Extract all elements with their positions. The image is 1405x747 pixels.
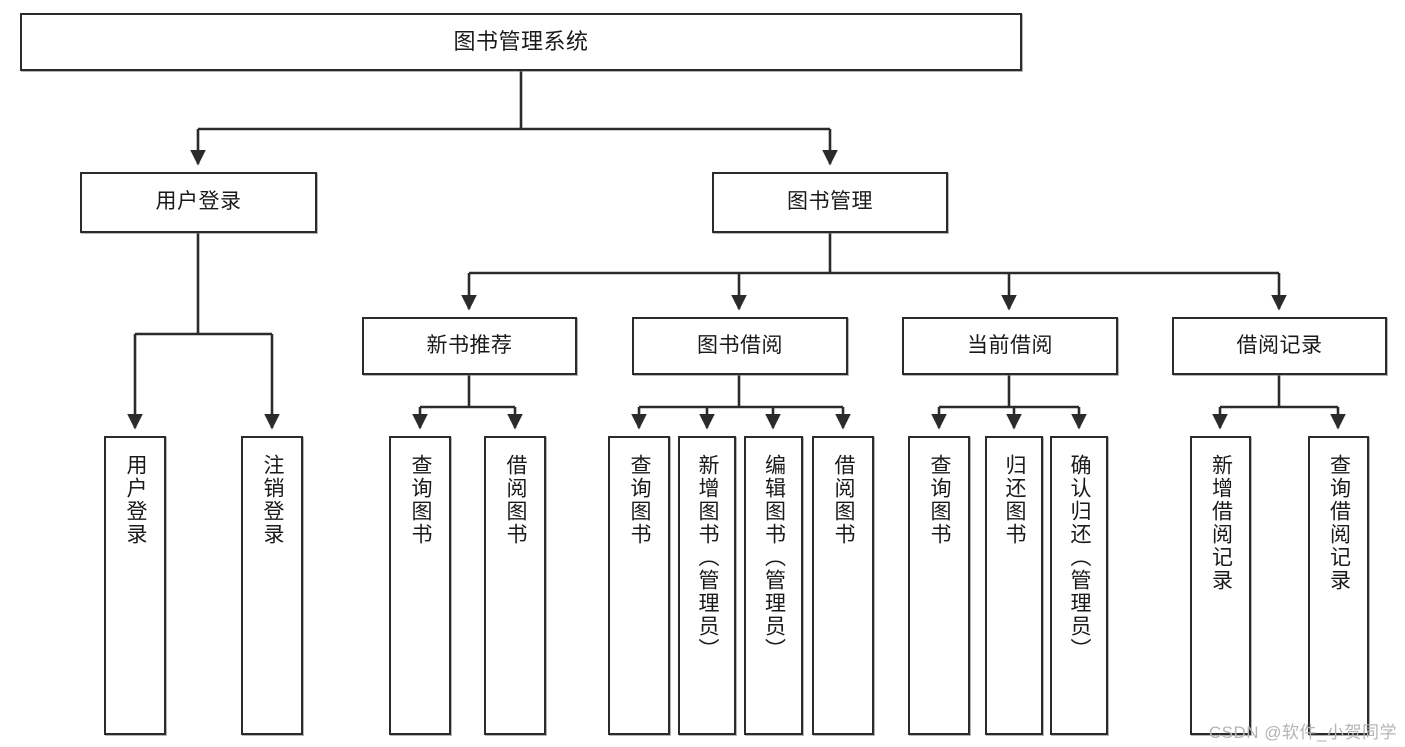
node-new-book-recommendation[interactable]: 新书推荐 [362, 317, 577, 375]
node-leaf-confirm-return-admin[interactable]: 确认归还（管理员） [1050, 436, 1108, 735]
node-label: 编辑图书（管理员） [762, 454, 786, 661]
node-label: 注销登录 [261, 454, 285, 546]
node-label: 查询图书 [928, 454, 952, 546]
node-leaf-query-borrow-record[interactable]: 查询借阅记录 [1308, 436, 1369, 735]
node-label: 图书管理系统 [453, 29, 589, 55]
node-label: 当前借阅 [967, 333, 1053, 357]
node-label: 确认归还（管理员） [1068, 454, 1092, 661]
node-leaf-add-book-admin[interactable]: 新增图书（管理员） [678, 436, 736, 735]
node-label: 借阅图书 [832, 454, 856, 546]
node-leaf-borrow-query-book[interactable]: 查询图书 [608, 436, 670, 735]
node-label: 借阅图书 [504, 454, 528, 546]
node-borrow-record[interactable]: 借阅记录 [1172, 317, 1387, 375]
node-label: 用户登录 [155, 190, 242, 214]
node-label: 归还图书 [1003, 454, 1027, 546]
watermark-text: CSDN @软件_小贺同学 [1208, 723, 1397, 742]
node-label: 新增借阅记录 [1209, 454, 1233, 592]
node-label: 借阅记录 [1236, 333, 1323, 357]
node-leaf-edit-book-admin[interactable]: 编辑图书（管理员） [744, 436, 803, 735]
node-label: 图书借阅 [697, 333, 783, 357]
node-root-system[interactable]: 图书管理系统 [20, 13, 1022, 71]
node-label: 图书管理 [787, 190, 873, 214]
node-leaf-user-login[interactable]: 用户登录 [104, 436, 166, 735]
node-label: 查询图书 [628, 454, 652, 546]
node-label: 查询借阅记录 [1327, 454, 1351, 592]
node-book-borrowing[interactable]: 图书借阅 [632, 317, 848, 375]
node-label: 新增图书（管理员） [696, 454, 720, 661]
node-leaf-recommend-borrow-book[interactable]: 借阅图书 [484, 436, 546, 735]
node-leaf-recommend-query-book[interactable]: 查询图书 [389, 436, 451, 735]
node-leaf-return-book[interactable]: 归还图书 [985, 436, 1043, 735]
node-leaf-add-borrow-record[interactable]: 新增借阅记录 [1190, 436, 1251, 735]
node-label: 用户登录 [124, 454, 148, 546]
node-leaf-current-query-book[interactable]: 查询图书 [908, 436, 970, 735]
node-leaf-borrow-book[interactable]: 借阅图书 [812, 436, 874, 735]
node-current-borrowing[interactable]: 当前借阅 [902, 317, 1118, 375]
node-user-login[interactable]: 用户登录 [80, 172, 317, 233]
node-label: 查询图书 [409, 454, 433, 546]
node-leaf-user-logout[interactable]: 注销登录 [241, 436, 303, 735]
node-book-management[interactable]: 图书管理 [712, 172, 948, 233]
node-label: 新书推荐 [426, 333, 513, 357]
